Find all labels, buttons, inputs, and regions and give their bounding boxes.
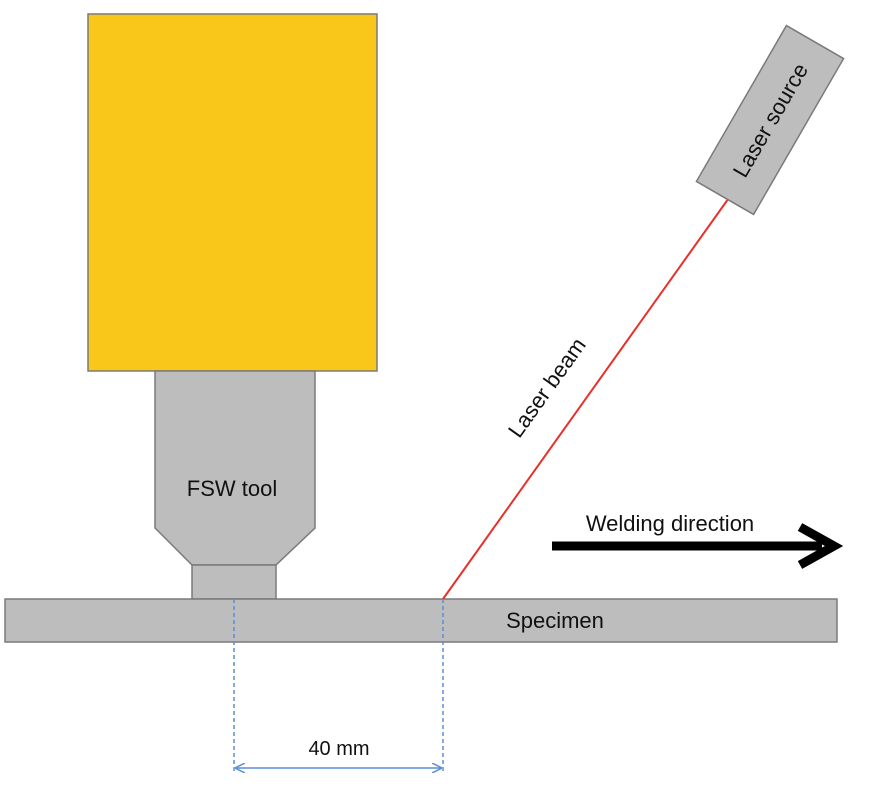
fsw-tool-body — [154, 370, 316, 566]
distance-label: 40 mm — [308, 738, 369, 760]
fsw-tool-label: FSW tool — [187, 476, 277, 501]
specimen-plate — [4, 598, 838, 643]
laser-beam-line — [442, 194, 732, 600]
specimen-label: Specimen — [506, 608, 604, 633]
welding-direction-label: Welding direction — [586, 511, 754, 536]
tool-holder — [87, 13, 378, 372]
welding-direction-arrow — [552, 523, 844, 569]
fsw-tool-pin — [191, 564, 277, 600]
laser-source-box — [695, 24, 845, 216]
laser-beam-label: Laser beam — [503, 333, 591, 442]
